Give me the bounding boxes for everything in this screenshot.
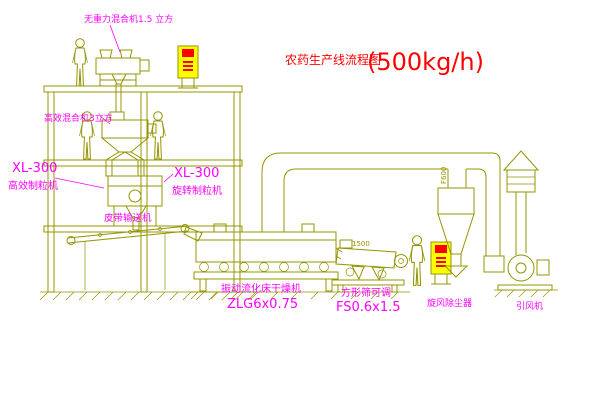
label-mixer-top: 无重力混合机1.5 立方 — [84, 13, 173, 25]
ground-hatch-right — [494, 289, 558, 298]
ground-hatch-left — [39, 291, 258, 301]
equipment-labels: 无重力混合机1.5 立方 高效混合机3立方 XL-300 高效制粒机 XL-30… — [8, 13, 543, 315]
duct-diameter-annotation: F600 — [440, 167, 448, 184]
label-granulator-left-model: XL-300 — [12, 161, 57, 176]
leader-mixer-top — [109, 24, 121, 53]
square-sieve: 1500 — [331, 239, 408, 293]
label-cyclone: 旋风除尘器 — [427, 297, 472, 309]
label-dryer-model: ZLG6x0.75 — [227, 297, 298, 312]
person-mid-floor-right — [150, 111, 166, 160]
ground-hatch-mid — [190, 291, 410, 300]
label-mixer-high: 高效混合机3立方 — [44, 112, 113, 124]
vent-cap — [502, 150, 540, 193]
label-sieve-model: FS0.6x1.5 — [336, 300, 401, 315]
cyclone: F600 — [437, 167, 475, 278]
person-ground — [408, 235, 426, 286]
label-sieve-name: 方形筛可调 — [341, 286, 391, 299]
control-panel-ground — [430, 241, 452, 285]
label-granulator-right-model: XL-300 — [174, 166, 219, 181]
label-dryer-name: 振动流化床干燥机 — [221, 282, 301, 295]
title-capacity: (500kg/h) — [367, 48, 484, 76]
sieve-dimension-annotation: 1500 — [352, 240, 370, 248]
leader-mixer-high — [99, 115, 111, 125]
induced-draft-fan — [483, 150, 558, 298]
exhaust-duct — [261, 152, 501, 256]
mixer-top — [95, 49, 150, 113]
fluid-bed-dryer — [193, 223, 339, 292]
label-fan: 引风机 — [516, 300, 543, 312]
granulator — [107, 175, 163, 231]
label-granulator-right-name: 旋转制粒机 — [172, 184, 222, 197]
title-text: 农药生产线流程图 — [285, 52, 381, 67]
label-granulator-left-name: 高效制粒机 — [8, 179, 58, 192]
leader-granulator-right — [163, 173, 174, 183]
label-belt-conveyor: 皮带输送机 — [104, 212, 152, 224]
leader-granulator-left — [54, 177, 105, 189]
control-panel-top — [177, 45, 199, 89]
diagram-title: 农药生产线流程图 (500kg/h) — [285, 48, 484, 76]
belt-conveyor — [66, 224, 203, 290]
person-top-floor — [72, 38, 88, 87]
